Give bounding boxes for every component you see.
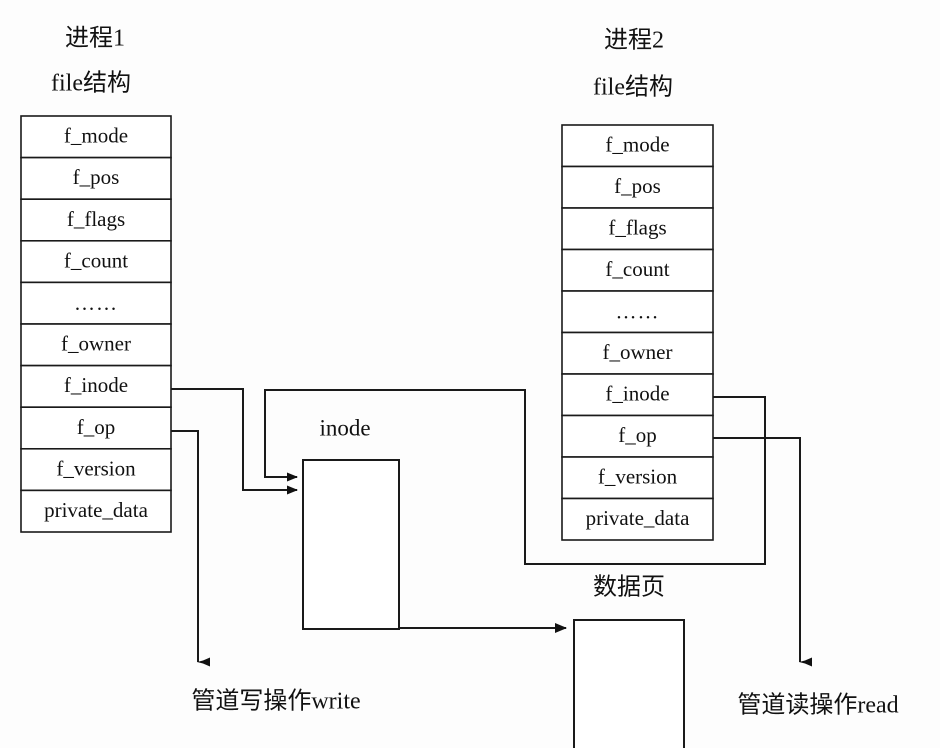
row-label-f-pos: f_pos bbox=[614, 174, 661, 198]
connector-right-finode-to-inode bbox=[264, 389, 766, 565]
row-label-f-op: f_op bbox=[618, 423, 657, 447]
row-label-f-version: f_version bbox=[598, 465, 678, 489]
table-row bbox=[561, 124, 714, 168]
process-right-struct-title: file结构 bbox=[593, 74, 673, 101]
row-label-f-owner: f_owner bbox=[603, 340, 673, 364]
table-row bbox=[20, 323, 172, 367]
datapage-box bbox=[573, 619, 685, 748]
process-right-title: 进程2 bbox=[604, 27, 664, 54]
row-label-f-inode: f_inode bbox=[64, 373, 128, 397]
write-op-label: 管道写操作write bbox=[191, 688, 360, 715]
process-left-struct-title: file结构 bbox=[51, 70, 131, 97]
row-label-f-count: f_count bbox=[64, 248, 128, 272]
row-label-f-count: f_count bbox=[605, 257, 669, 281]
table-row bbox=[561, 165, 714, 209]
table-row bbox=[561, 331, 714, 375]
file-struct-table-left: f_mode f_pos f_flags f_count …… f_owner … bbox=[20, 115, 172, 533]
row-label-f-inode: f_inode bbox=[605, 382, 669, 406]
row-label-private-data: private_data bbox=[586, 506, 690, 530]
row-label-f-flags: f_flags bbox=[67, 207, 125, 231]
row-label-f-owner: f_owner bbox=[61, 332, 131, 356]
connector-right-fop-to-read bbox=[713, 437, 812, 667]
table-row bbox=[20, 156, 172, 201]
table-row bbox=[561, 373, 714, 417]
table-row bbox=[20, 115, 172, 159]
row-label-ellipsis: …… bbox=[616, 300, 660, 324]
row-label-f-pos: f_pos bbox=[73, 165, 120, 189]
row-label-f-version: f_version bbox=[56, 456, 136, 480]
connector-left-fop-to-write bbox=[171, 430, 210, 667]
table-row bbox=[20, 489, 172, 533]
row-label-private-data: private_data bbox=[44, 498, 148, 522]
row-label-f-mode: f_mode bbox=[64, 124, 128, 148]
datapage-label: 数据页 bbox=[593, 574, 665, 601]
row-label-f-flags: f_flags bbox=[608, 216, 666, 240]
table-row bbox=[20, 240, 172, 284]
inode-label: inode bbox=[319, 415, 370, 440]
table-row bbox=[20, 406, 172, 450]
table-row bbox=[561, 414, 714, 458]
table-row bbox=[561, 248, 714, 292]
inode-box bbox=[302, 459, 400, 630]
row-label-ellipsis: …… bbox=[74, 291, 118, 315]
row-label-f-mode: f_mode bbox=[605, 133, 669, 157]
connector-left-finode-to-inode bbox=[171, 388, 298, 495]
file-struct-table-right: f_mode f_pos f_flags f_count …… f_owner … bbox=[561, 124, 714, 541]
table-row bbox=[561, 497, 714, 541]
table-row bbox=[561, 456, 714, 500]
row-label-f-op: f_op bbox=[77, 415, 116, 439]
process-left-title: 进程1 bbox=[65, 25, 125, 52]
read-op-label: 管道读操作read bbox=[737, 692, 898, 719]
